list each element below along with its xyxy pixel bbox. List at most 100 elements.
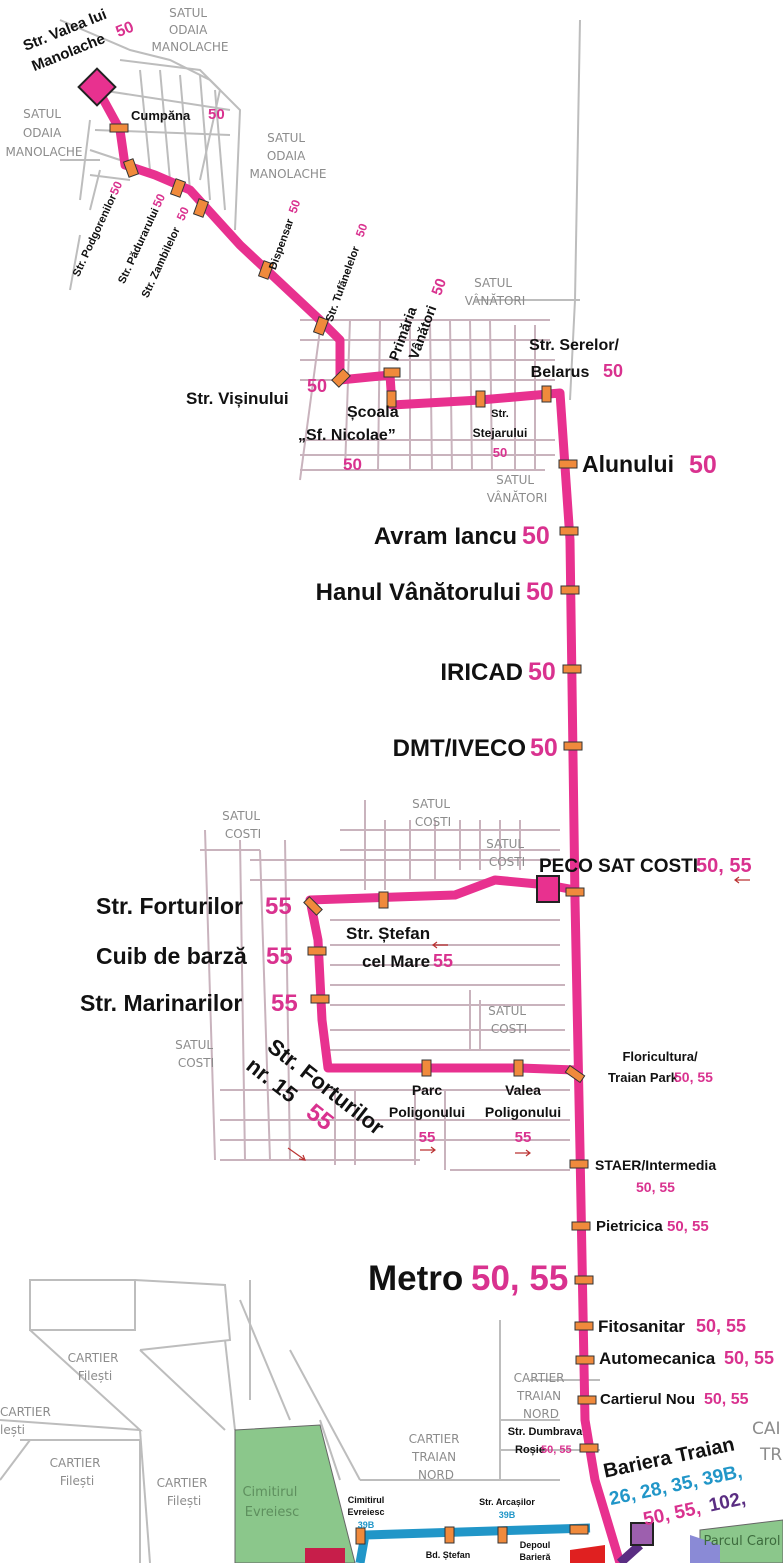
arrow-icon [432, 941, 448, 949]
area-satul-costi-3: SATUL COSTI [486, 837, 528, 869]
svg-text:Floricultura/: Floricultura/ [622, 1049, 698, 1064]
svg-text:Belarus: Belarus [531, 364, 590, 381]
svg-text:Str. Tufănelelor: Str. Tufănelelor [324, 244, 363, 323]
svg-text:50, 55,: 50, 55, [641, 1498, 702, 1531]
svg-text:50: 50 [522, 522, 550, 550]
terminal-bariera [630, 1522, 654, 1546]
area-satul-odaia-3: SATUL ODAIA MANOLACHE [250, 131, 327, 181]
area-cut-label: CAI TR [752, 1419, 783, 1465]
stop-iricad: IRICAD 50 [440, 658, 555, 686]
stop-serelor: Str. Serelor/ Belarus 50 [529, 337, 623, 381]
terminal-peco [536, 875, 560, 903]
svg-text:Hanul Vânătorului: Hanul Vânătorului [316, 579, 521, 606]
stop-stefan: Str. Ștefan cel Mare 55 [346, 924, 453, 971]
stop-peco: PECO SAT COSTI 50, 55 [539, 855, 752, 877]
area-satul-costi-5: SATUL COSTI [175, 1038, 217, 1070]
svg-text:Depoul: Depoul [520, 1540, 551, 1550]
svg-text:Cartierul Nou: Cartierul Nou [600, 1391, 695, 1408]
svg-text:Str. Forturilor: Str. Forturilor [96, 893, 243, 919]
stop-pietricica: Pietricica 50, 55 [596, 1218, 709, 1235]
svg-text:50: 50 [307, 376, 327, 396]
svg-text:Valea: Valea [505, 1082, 541, 1098]
svg-text:50: 50 [689, 451, 717, 479]
stop-parc: Parc Poligonului 55 [389, 1082, 465, 1146]
streets-filesti [0, 1279, 600, 1563]
svg-text:Cuib de barză: Cuib de barză [96, 943, 247, 969]
svg-text:39B: 39B [499, 1510, 516, 1520]
svg-text:„Sf. Nicolae”: „Sf. Nicolae” [298, 427, 396, 444]
svg-text:50: 50 [493, 445, 507, 460]
svg-text:Stejarului: Stejarului [473, 426, 528, 440]
svg-text:50, 55: 50, 55 [696, 1316, 746, 1336]
svg-text:Școala: Școala [347, 404, 399, 421]
svg-text:50: 50 [174, 204, 192, 222]
svg-text:39B: 39B [358, 1520, 375, 1530]
streets-odaia [59, 19, 581, 401]
svg-text:50, 55: 50, 55 [724, 1348, 774, 1368]
svg-text:50: 50 [528, 658, 556, 686]
red-block [570, 1545, 605, 1563]
arrow-icon [515, 1149, 531, 1157]
stop-valea-manolache: Str. Valea lui Manolache 50 [21, 6, 137, 75]
svg-text:55: 55 [433, 951, 453, 971]
svg-text:Str. Arcașilor: Str. Arcașilor [479, 1497, 535, 1507]
svg-text:Str. Marinarilor: Str. Marinarilor [80, 990, 242, 1016]
area-cartier-traian-nord-1: CARTIER TRAIAN NORD [514, 1371, 569, 1421]
svg-text:Barieră: Barieră [519, 1552, 551, 1562]
stop-forturilor: Str. Forturilor 55 [96, 893, 292, 920]
area-satul-costi-4: SATUL COSTI [488, 1004, 530, 1036]
svg-text:Evreiesc: Evreiesc [347, 1507, 384, 1517]
stop-stejarului: Str. Stejarului 50 [473, 408, 528, 460]
svg-text:55: 55 [271, 990, 298, 1017]
svg-text:50, 55: 50, 55 [667, 1218, 709, 1235]
area-cartier-filesti-3: CARTIER Filești [157, 1476, 212, 1508]
streets-costi [200, 800, 570, 1171]
area-satul-odaia-2: SATUL ODAIA MANOLACHE [6, 107, 83, 159]
route-55-loop [305, 875, 576, 1075]
arrow-icon [420, 1146, 436, 1154]
area-cartier-filesti-2: CARTIER Filești [50, 1456, 105, 1488]
svg-text:PECO SAT COSTI: PECO SAT COSTI [539, 856, 698, 877]
svg-text:102,: 102, [707, 1488, 748, 1516]
svg-text:Str.: Str. [491, 408, 509, 420]
svg-text:50, 55: 50, 55 [541, 1444, 572, 1456]
stop-cumpana: Cumpăna 50 [131, 106, 225, 123]
svg-text:Str. Dumbrava: Str. Dumbrava [508, 1426, 583, 1438]
stop-cartierul-nou: Cartierul Nou 50, 55 [600, 1391, 749, 1408]
stop-alunului: Alunului 50 [582, 451, 717, 479]
svg-text:50: 50 [353, 221, 371, 239]
svg-text:55: 55 [265, 893, 292, 920]
stop-tufanelelor: Str. Tufănelelor 50 [324, 221, 371, 323]
stop-valea-poligonului: Valea Poligonului 55 [485, 1082, 561, 1146]
svg-text:50: 50 [114, 19, 137, 41]
svg-text:STAER/Intermedia: STAER/Intermedia [595, 1157, 716, 1173]
svg-text:Str. Podgorenilor: Str. Podgorenilor [71, 192, 120, 279]
svg-text:55: 55 [515, 1129, 532, 1146]
stop-depoul: Depoul Barieră [519, 1540, 551, 1562]
svg-text:Traian Park: Traian Park [608, 1070, 679, 1085]
stop-bariera: Bariera Traian 26, 28, 35, 39B, 50, 55, … [601, 1433, 748, 1531]
blue-block-left [305, 1548, 345, 1563]
area-satul-vanatori-1: SATUL VÂNĂTORI [465, 276, 526, 308]
area-satul-costi-2: SATUL COSTI [412, 797, 454, 829]
direction-arrows [287, 876, 750, 1161]
stop-avram-iancu: Avram Iancu 50 [374, 522, 550, 550]
stop-bd-stefan: Bd. Ștefan [426, 1550, 471, 1560]
terminal-valea-manolache [77, 67, 117, 107]
route-purple-line [616, 1541, 644, 1563]
svg-text:Alunului: Alunului [582, 451, 674, 477]
svg-text:55: 55 [419, 1129, 436, 1146]
area-cartier-traian-nord-2: CARTIER TRAIAN NORD [409, 1432, 464, 1482]
stop-dumbrava: Str. Dumbrava Roșie 50, 55 [508, 1426, 583, 1456]
svg-text:Automecanica: Automecanica [599, 1349, 716, 1368]
svg-text:50, 55: 50, 55 [674, 1069, 713, 1085]
area-satul-odaia-1: SATUL ODAIA MANOLACHE [152, 6, 229, 54]
svg-text:Str. Ștefan: Str. Ștefan [346, 924, 430, 943]
svg-text:Cimitirul: Cimitirul [348, 1495, 385, 1505]
svg-text:Parc: Parc [412, 1082, 443, 1098]
svg-text:50: 50 [343, 455, 362, 474]
stop-dispensar: Dispensar 50 [267, 198, 303, 272]
svg-text:50, 55: 50, 55 [471, 1259, 568, 1298]
svg-text:50: 50 [150, 191, 168, 209]
area-cartier-filesti-edge: CARTIER lești [0, 1405, 55, 1437]
